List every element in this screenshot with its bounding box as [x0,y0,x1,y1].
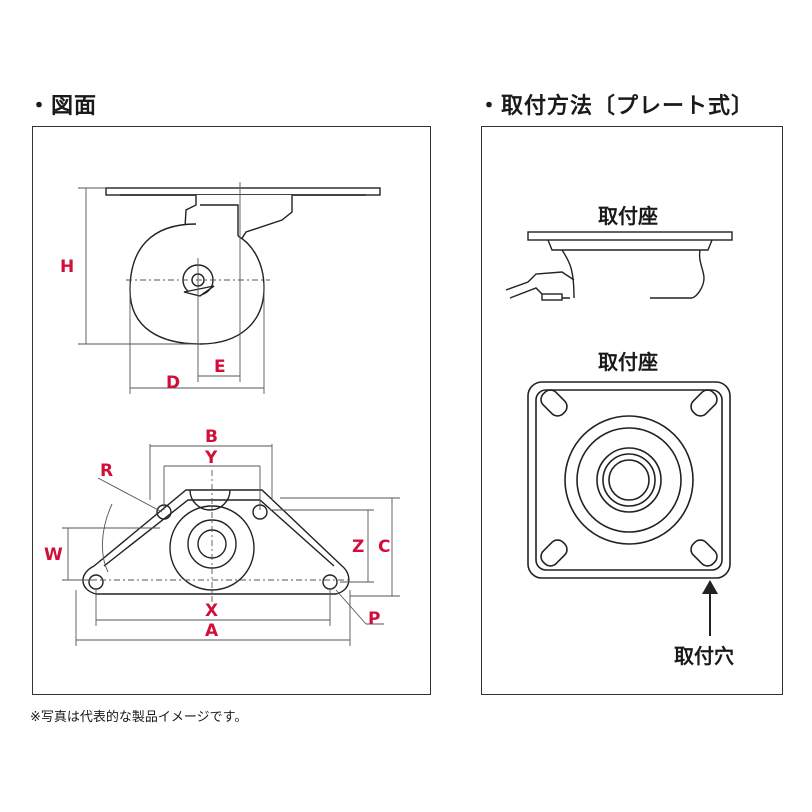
mounting-seat-label-side: 取付座 [598,204,658,228]
dim-label-b: B [205,427,218,447]
side-view-dimension-lines [78,182,270,394]
footnote: ※写真は代表的な製品イメージです。 [30,710,248,725]
mounting-plate-view [527,381,731,579]
dim-label-w: W [44,545,63,565]
dim-label-a: A [205,621,219,641]
mounting-hole-label: 取付穴 [674,644,734,668]
mounting-method-heading: ・取付方法〔プレート式〕 [478,94,755,119]
dim-label-h: H [60,257,74,277]
plate-plan-view [82,489,350,595]
mounting-side-view [505,231,733,301]
plan-view-dimension-lines [62,444,400,646]
dim-label-y: Y [204,448,218,468]
dim-label-p: P [368,609,380,629]
dim-label-z: Z [352,537,364,557]
dim-label-c: C [378,537,390,557]
hole-arrow [702,580,718,636]
dim-label-e: E [214,357,226,377]
mounting-seat-label-plate: 取付座 [598,350,658,374]
dim-label-r: R [100,461,113,481]
dim-label-x: X [205,601,218,621]
caster-side-view [105,187,381,345]
dim-label-d: D [166,373,180,393]
drawing-heading: ・図面 [28,94,98,119]
